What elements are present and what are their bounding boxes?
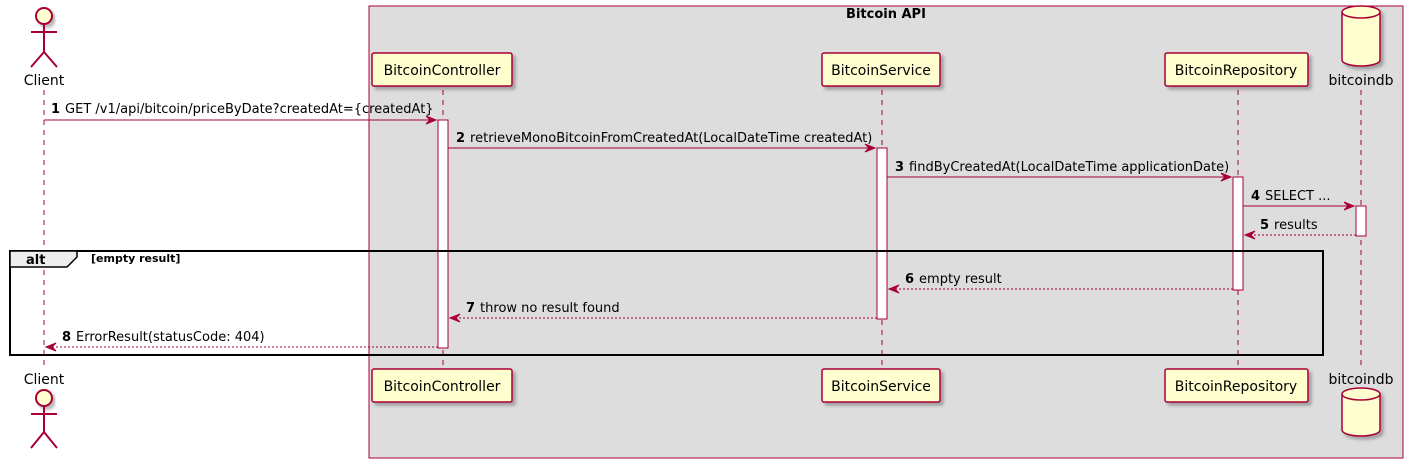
activation-controller (437, 119, 449, 349)
database-db-top (1341, 5, 1381, 67)
message-4-arrowhead (1343, 201, 1356, 211)
message-1-arrowhead (425, 115, 438, 125)
actor-client-bottom (30, 389, 58, 449)
message-3-arrowhead (1220, 172, 1233, 182)
participant-db-label-top: bitcoindb (1328, 73, 1393, 89)
message-5-arrowhead (1243, 230, 1256, 240)
participant-service-top (821, 52, 941, 87)
participant-service-bottom (821, 368, 941, 403)
participant-service-label-bottom: BitcoinService (831, 379, 931, 395)
participant-client-label-bottom: Client (24, 372, 65, 388)
activation-service (876, 147, 888, 320)
message-8-arrowhead (44, 342, 57, 352)
activation-repository (1232, 176, 1244, 291)
participant-controller-label-bottom: BitcoinController (384, 379, 501, 395)
database-db-bottom (1341, 387, 1381, 437)
participant-controller-bottom (371, 368, 513, 403)
participant-controller-top (371, 52, 513, 87)
participant-controller-label-top: BitcoinController (384, 63, 501, 79)
alt-guard: [empty result] (91, 252, 180, 265)
message-7-arrowhead (448, 313, 461, 323)
actor-client-top (30, 7, 58, 68)
participant-repository-label-bottom: BitcoinRepository (1175, 379, 1297, 395)
participant-repository-label-top: BitcoinRepository (1175, 63, 1297, 79)
participant-client-label-top: Client (24, 73, 65, 89)
message-6-arrowhead (887, 284, 900, 294)
alt-operator: alt (26, 253, 45, 268)
alt-fragment (9, 250, 1324, 356)
participant-db-label-bottom: bitcoindb (1328, 372, 1393, 388)
participant-repository-top (1164, 52, 1309, 87)
bitcoin-api-box-title: Bitcoin API (846, 7, 926, 22)
participant-repository-bottom (1164, 368, 1309, 403)
activation-db (1355, 205, 1367, 237)
participant-service-label-top: BitcoinService (831, 63, 931, 79)
message-2-arrowhead (864, 143, 877, 153)
alt-fragment-tab (9, 250, 78, 268)
